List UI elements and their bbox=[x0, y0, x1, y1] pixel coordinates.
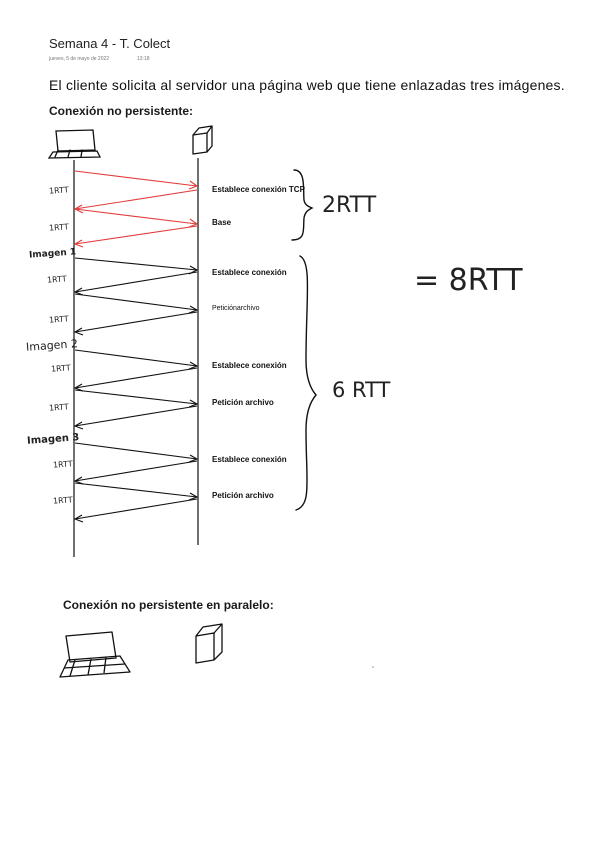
hw-rtt: 1RTT bbox=[48, 185, 69, 196]
laptop-icon bbox=[47, 129, 102, 159]
hw-rtt: 1RTT bbox=[48, 402, 69, 413]
page-date: jueves, 5 de mayo de 2022 bbox=[49, 56, 110, 62]
hw-rtt: 1RTT bbox=[50, 363, 71, 374]
hw-rtt: 1RTT bbox=[48, 222, 69, 233]
label-peticion-2: Petición archivo bbox=[212, 398, 274, 407]
label-establece-tcp: Establece conexión TCP bbox=[212, 185, 305, 194]
section-heading-parallel: Conexión no persistente en paralelo: bbox=[63, 598, 274, 612]
stray-dot bbox=[372, 666, 374, 668]
brace-6rtt bbox=[295, 255, 317, 511]
label-establece-2: Establece conexión bbox=[212, 361, 287, 370]
black-arrows bbox=[73, 257, 199, 523]
label-establece-1: Establece conexión bbox=[212, 268, 287, 277]
section-heading-non-persistent: Conexión no persistente: bbox=[49, 104, 194, 118]
label-base: Base bbox=[212, 218, 232, 227]
label-establece-3: Establece conexión bbox=[212, 455, 287, 464]
server-icon-2 bbox=[195, 623, 223, 664]
hw-total-8rtt: = 8RTT bbox=[414, 263, 523, 298]
page-time: 13:18 bbox=[137, 56, 150, 62]
page-title: Semana 4 - T. Colect bbox=[49, 36, 171, 51]
brace-2rtt bbox=[291, 169, 314, 241]
hw-rtt: 1RTT bbox=[52, 495, 73, 506]
hw-2rtt: 2RTT bbox=[322, 193, 377, 218]
label-peticion-1: Peticiónarchivo bbox=[212, 305, 260, 312]
server-icon bbox=[192, 125, 213, 155]
hw-6rtt: 6 RTT bbox=[332, 378, 391, 402]
intro-text: El cliente solicita al servidor una pági… bbox=[49, 77, 565, 93]
hw-rtt: 1RTT bbox=[48, 314, 69, 325]
hw-rtt: 1RTT bbox=[46, 274, 67, 285]
red-arrows bbox=[73, 170, 199, 248]
hw-rtt: 1RTT bbox=[52, 459, 73, 470]
laptop-icon-2 bbox=[59, 631, 131, 678]
label-peticion-3: Petición archivo bbox=[212, 491, 274, 500]
